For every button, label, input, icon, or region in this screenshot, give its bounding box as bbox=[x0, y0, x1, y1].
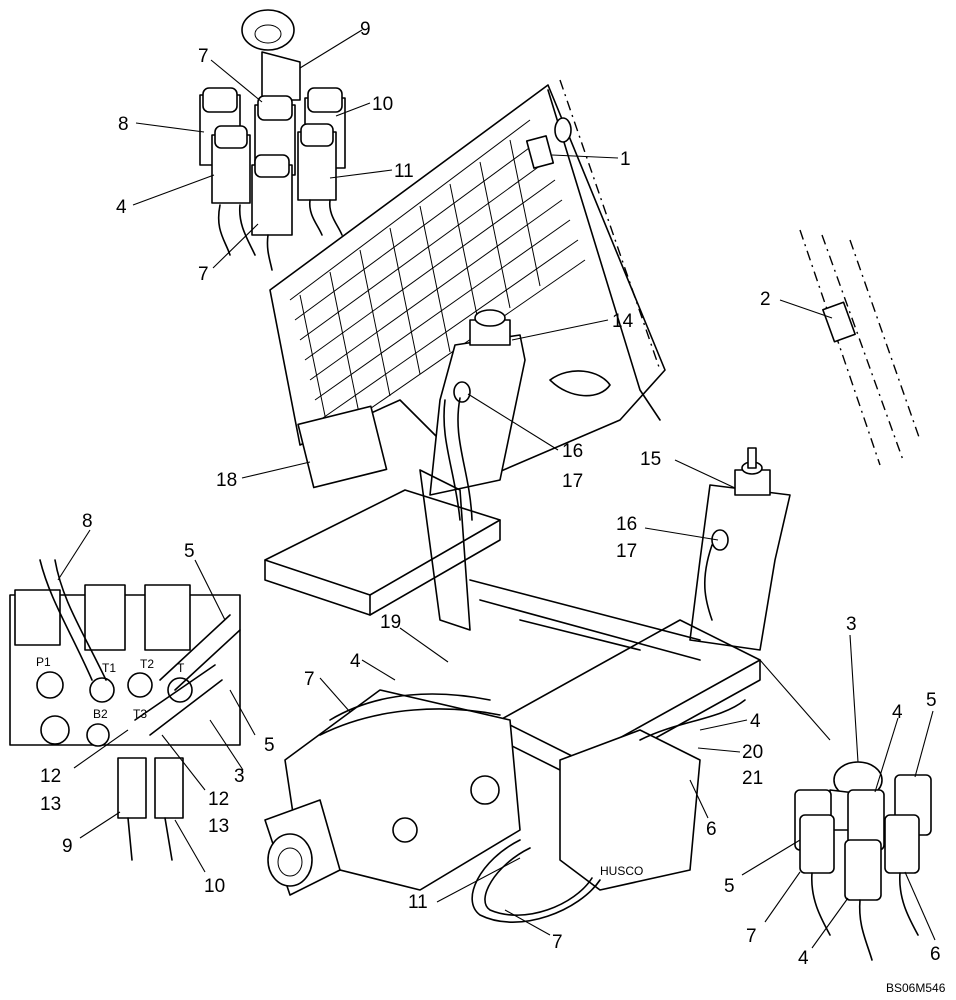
callout-7-pump-lower: 7 bbox=[552, 932, 563, 953]
leader-lines bbox=[57, 29, 936, 949]
callout-3-cluster: 3 bbox=[846, 614, 857, 635]
callout-13-right: 13 bbox=[208, 816, 229, 837]
callout-7-pump: 7 bbox=[304, 669, 315, 690]
callout-16-right: 16 bbox=[616, 514, 637, 535]
callout-4-cluster-bottom: 4 bbox=[798, 948, 809, 969]
callout-4-cluster: 4 bbox=[892, 702, 903, 723]
port-label-b2: B2 bbox=[93, 707, 108, 721]
callout-1: 1 bbox=[620, 149, 631, 170]
callout-5-valve: 5 bbox=[184, 541, 195, 562]
callout-16-left: 16 bbox=[562, 441, 583, 462]
callout-10-valve: 10 bbox=[204, 876, 225, 897]
callout-8-top: 8 bbox=[118, 114, 129, 135]
side-panel-right bbox=[799, 229, 921, 466]
callout-8-valve: 8 bbox=[82, 511, 93, 532]
callout-20: 20 bbox=[742, 742, 763, 763]
callout-12-left: 12 bbox=[40, 766, 61, 787]
control-valve-block: P1 T1 T2 T B2 T3 bbox=[9, 559, 241, 861]
callout-9-top: 9 bbox=[360, 19, 371, 40]
callout-5-valve-lower: 5 bbox=[264, 735, 275, 756]
callout-17-right: 17 bbox=[616, 541, 637, 562]
hydraulic-pump bbox=[264, 689, 521, 896]
callout-7-top-lower: 7 bbox=[198, 264, 209, 285]
callout-4-center: 4 bbox=[350, 651, 361, 672]
callout-15: 15 bbox=[640, 449, 661, 470]
operator-panel-grid bbox=[269, 79, 666, 489]
callout-12-right: 12 bbox=[208, 789, 229, 810]
callout-5-cluster-left: 5 bbox=[724, 876, 735, 897]
callout-labels: 9 7 8 10 4 11 7 1 2 14 16 17 18 15 16 17… bbox=[40, 19, 941, 969]
callout-7-top: 7 bbox=[198, 46, 209, 67]
callout-4-top: 4 bbox=[116, 197, 127, 218]
callout-7-cluster: 7 bbox=[746, 926, 757, 947]
fitting-cluster-top-left bbox=[199, 9, 346, 271]
port-label-t3: T3 bbox=[133, 707, 147, 721]
port-label-p1: P1 bbox=[36, 655, 51, 669]
callout-18: 18 bbox=[216, 470, 237, 491]
callout-14: 14 bbox=[612, 311, 634, 332]
callout-11-pump: 11 bbox=[408, 892, 428, 913]
fitting-cluster-bottom-right bbox=[794, 761, 932, 961]
right-control-column bbox=[689, 447, 791, 651]
callout-6-pump: 6 bbox=[706, 819, 717, 840]
left-control-column bbox=[429, 309, 526, 521]
callout-17-left: 17 bbox=[562, 471, 583, 492]
callout-2: 2 bbox=[760, 289, 771, 310]
callout-3-valve: 3 bbox=[234, 766, 245, 787]
port-label-t: T bbox=[177, 661, 185, 675]
port-label-t2: T2 bbox=[140, 657, 154, 671]
drawing-code: BS06M546 bbox=[886, 981, 946, 995]
pump-label: HUSCO bbox=[600, 864, 643, 878]
callout-21: 21 bbox=[742, 768, 763, 789]
callout-19: 19 bbox=[380, 612, 401, 633]
callout-11-top: 11 bbox=[394, 161, 414, 182]
port-label-t1: T1 bbox=[102, 661, 116, 675]
tandem-pump-husco: HUSCO bbox=[471, 699, 746, 923]
callout-4-right: 4 bbox=[750, 711, 761, 732]
callout-10-top: 10 bbox=[372, 94, 393, 115]
callout-13-left: 13 bbox=[40, 794, 61, 815]
callout-5-cluster-top: 5 bbox=[926, 690, 937, 711]
callout-6-cluster: 6 bbox=[930, 944, 941, 965]
callout-9-valve: 9 bbox=[62, 836, 73, 857]
